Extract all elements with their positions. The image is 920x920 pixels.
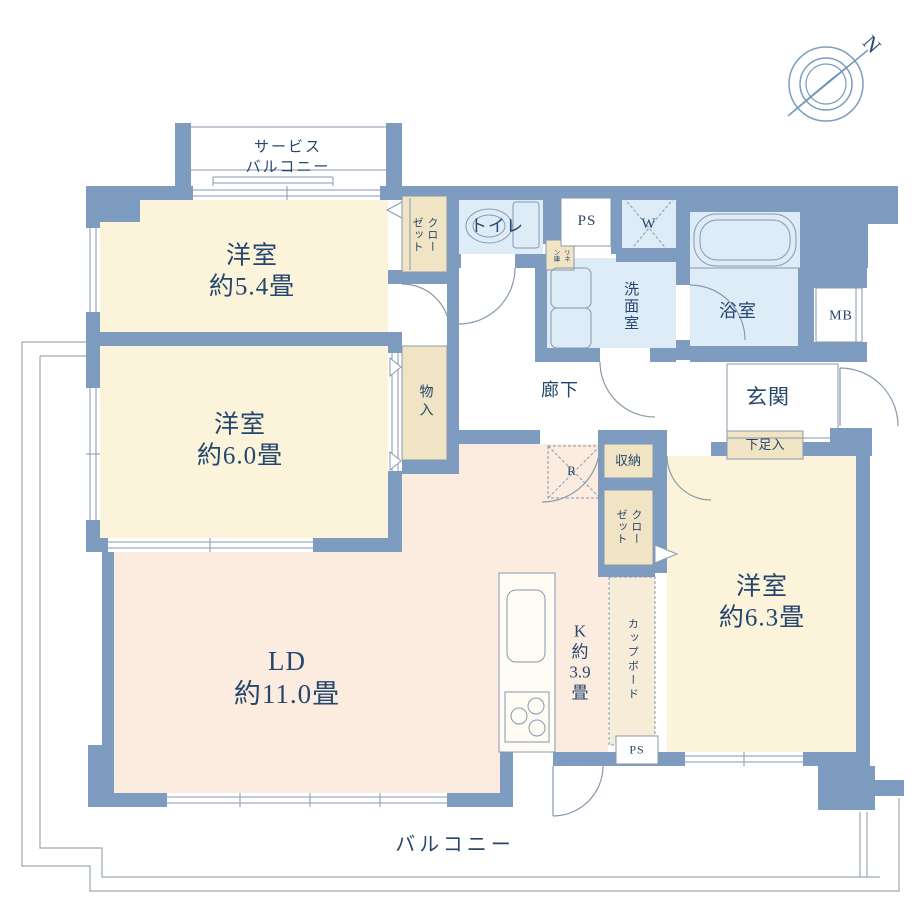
ps-upper-label: PS [577,212,597,229]
service-balcony-lines [178,126,399,186]
door-arcs [401,267,899,817]
door-triangles [385,201,679,564]
bath-label: 浴室 [719,301,757,322]
entrance-label: 玄関 [746,385,790,410]
toilet-label: トイレ [470,216,524,236]
linen-label: リネン庫 [552,248,570,262]
refrigerator-label: R [567,463,577,479]
cupboard-label: カップボード [626,618,639,702]
kitchen-label-yaku: 約 [571,641,589,661]
living-dining-label: LD 約11.0畳 [233,646,341,709]
shunou-label: 収納 [614,453,642,469]
window-lines [86,186,803,807]
ps-lower-label: PS [629,742,645,757]
balcony-outline [21,341,900,892]
mono-ire-label: 物入 [417,384,433,420]
balcony-label: バルコニー [395,833,515,856]
bedroom-6-0-label: 洋室 約6.0畳 [196,411,284,470]
shoe-cabinet-label: 下足入 [745,437,785,453]
dashed-x-marks [547,197,675,499]
meter-box-label: MB [829,308,853,324]
kitchen-label-num: 3.9 [569,662,591,682]
service-balcony-label: サービス バルコニー [245,139,331,176]
washroom-label: 洗面室 [622,280,639,332]
kitchen-label: K 約 3.9 畳 [569,621,590,702]
kitchen-label-jo: 畳 [571,683,589,703]
washer-label: W [641,215,657,232]
compass [784,46,869,122]
bedroom-6-3-label: 洋室 約6.3畳 [718,573,806,632]
fixtures [465,201,839,753]
closet-lower-label: クローゼット [615,509,642,545]
kitchen-label-k: K [573,621,587,641]
utility-boxes [547,197,863,765]
closet-upper-label: クローゼット [411,217,438,253]
hallway-label: 廊下 [541,380,579,401]
bedroom-5-4-label: 洋室 約5.4畳 [208,242,296,301]
